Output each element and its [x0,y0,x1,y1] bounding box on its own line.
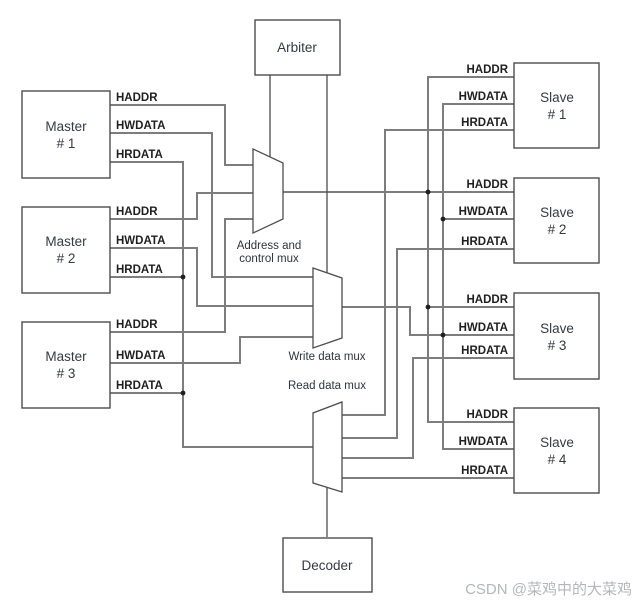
s4-hrdata-label: HRDATA [461,465,508,477]
slave2-box [513,177,600,264]
slave4-box [513,407,600,494]
master1-num: # 1 [57,136,76,151]
decoder-label: Decoder [301,558,353,573]
s1-haddr-label: HADDR [466,64,508,76]
slave1-num: # 1 [548,107,567,122]
wire-m1-haddr [110,104,253,166]
wire-m3-haddr [110,218,253,333]
slave3-box [513,292,600,380]
wire-hwdata-bus [442,103,514,450]
write-mux-shape [312,267,343,349]
arbiter-label: Arbiter [277,40,317,55]
master1-box [21,90,111,179]
master1-title: Master [45,119,87,134]
wire-hrdata-return [110,161,313,448]
s3-hwdata-label: HWDATA [459,322,508,334]
wires [110,76,514,479]
m3-hrdata-label: HRDATA [116,380,163,392]
s4-hwdata-label: HWDATA [459,436,508,448]
junction-dot [180,390,186,396]
wire-s3-hrdata [342,357,514,459]
watermark: CSDN @菜鸡中的大菜鸡 [465,581,632,598]
m1-hwdata-label: HWDATA [116,120,165,132]
junction-dot [440,332,446,338]
address-mux-label-line2: control mux [239,253,299,265]
wire-s2-hrdata [342,248,514,439]
s4-haddr-label: HADDR [466,409,508,421]
address-mux-label-line1: Address and [237,240,302,252]
m1-haddr-label: HADDR [116,92,158,104]
read-mux-label: Read data mux [288,380,366,392]
wire-m2-hwdata [110,247,313,307]
wire-hwdata-out [342,306,514,336]
read-mux-shape [312,401,343,493]
junction-dot [440,216,446,222]
wire-s1-hrdata [342,129,514,416]
master2-num: # 2 [57,251,76,266]
m3-haddr-label: HADDR [116,319,158,331]
wire-m1-hwdata [110,132,313,278]
slave4-title: Slave [540,435,574,450]
control-lines [269,75,328,537]
slave4-num: # 4 [548,452,567,467]
m3-hwdata-label: HWDATA [116,350,165,362]
s2-hwdata-label: HWDATA [459,206,508,218]
decoder-box [282,537,373,593]
junction-dot [425,189,431,195]
master2-box [21,206,111,294]
master3-num: # 3 [57,366,76,381]
junction-dot [425,304,431,310]
wire-m3-hwdata [110,336,313,364]
junction-dot [180,274,186,280]
m2-hrdata-label: HRDATA [116,264,163,276]
slave2-num: # 2 [548,222,567,237]
m2-haddr-label: HADDR [116,206,158,218]
junction-dots [180,189,446,396]
s2-haddr-label: HADDR [466,179,508,191]
s3-hrdata-label: HRDATA [461,345,508,357]
m2-hwdata-label: HWDATA [116,235,165,247]
master3-box [21,321,111,409]
slave2-title: Slave [540,205,574,220]
master3-title: Master [45,349,87,364]
slave-signal-labels: HADDR HWDATA HRDATA HADDR HWDATA HRDATA … [459,64,509,477]
write-mux-label: Write data mux [288,351,365,363]
master-labels: Master # 1 Master # 2 Master # 3 [45,119,87,381]
s2-hrdata-label: HRDATA [461,236,508,248]
slave1-box [513,62,600,149]
master-signal-labels: HADDR HWDATA HRDATA HADDR HWDATA HRDATA … [116,92,165,392]
slave1-title: Slave [540,90,574,105]
slave-labels: Slave # 1 Slave # 2 Slave # 3 Slave # 4 [540,90,574,467]
m1-hrdata-label: HRDATA [116,149,163,161]
s1-hwdata-label: HWDATA [459,91,508,103]
s3-haddr-label: HADDR [466,294,508,306]
arbiter-box [254,19,341,76]
master2-title: Master [45,234,87,249]
address-mux-shape [252,147,284,235]
slave3-title: Slave [540,321,574,336]
slave3-num: # 3 [548,338,567,353]
wire-m2-haddr [110,192,253,220]
s1-hrdata-label: HRDATA [461,117,508,129]
